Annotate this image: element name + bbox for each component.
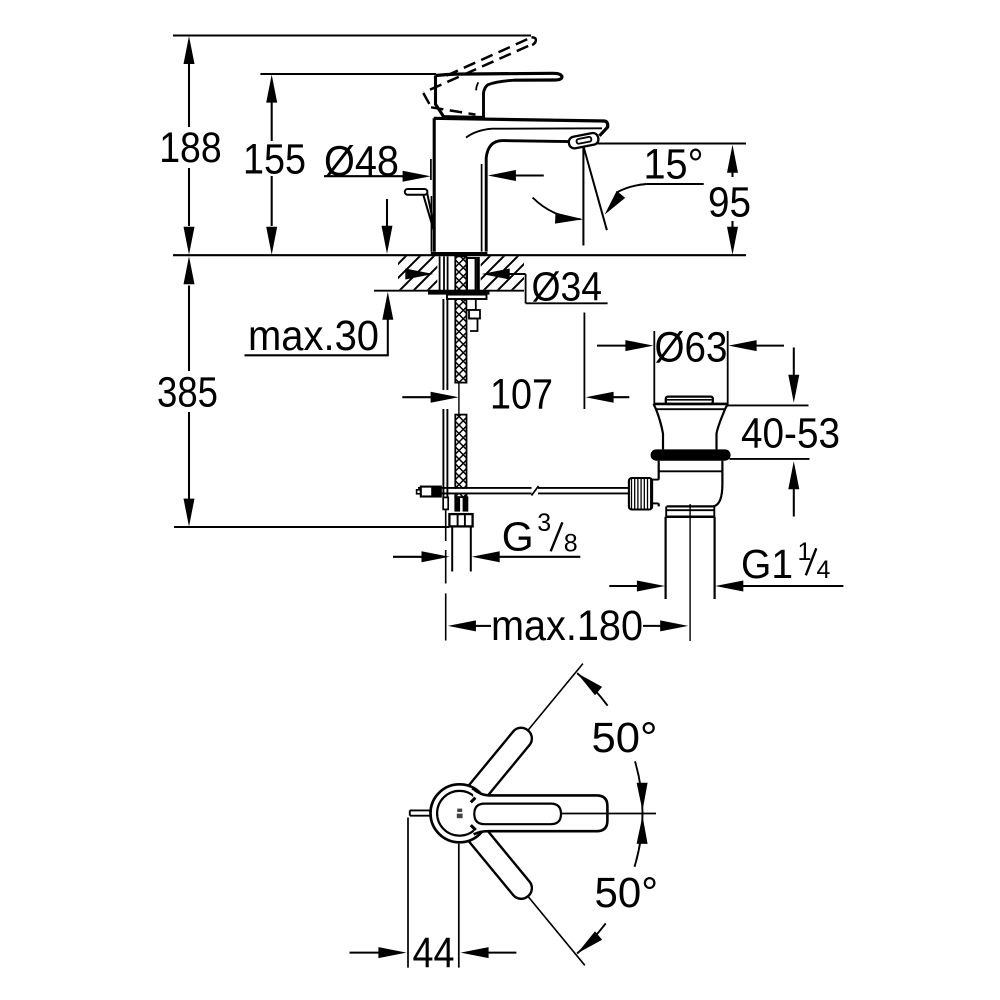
svg-text:Ø48: Ø48 xyxy=(324,139,399,186)
svg-text:1: 1 xyxy=(798,538,812,566)
svg-text:G1: G1 xyxy=(741,541,793,587)
svg-text:50°: 50° xyxy=(595,870,659,917)
svg-text:188: 188 xyxy=(159,125,222,172)
svg-text:4: 4 xyxy=(817,556,831,584)
svg-text:95: 95 xyxy=(708,180,751,227)
svg-text:40-53: 40-53 xyxy=(741,411,840,458)
svg-text:Ø63: Ø63 xyxy=(655,325,728,372)
svg-text:3: 3 xyxy=(537,509,551,537)
svg-text:155: 155 xyxy=(243,137,306,184)
svg-text:max.180: max.180 xyxy=(491,603,643,650)
svg-text:max.30: max.30 xyxy=(248,313,379,360)
svg-text:107: 107 xyxy=(490,372,553,419)
svg-text:15°: 15° xyxy=(644,142,704,189)
svg-text:50°: 50° xyxy=(592,715,658,762)
svg-text:44: 44 xyxy=(413,930,455,977)
svg-text:8: 8 xyxy=(564,530,578,558)
svg-text:Ø34: Ø34 xyxy=(532,263,603,309)
svg-text:G: G xyxy=(502,514,534,560)
svg-text:385: 385 xyxy=(157,369,218,416)
